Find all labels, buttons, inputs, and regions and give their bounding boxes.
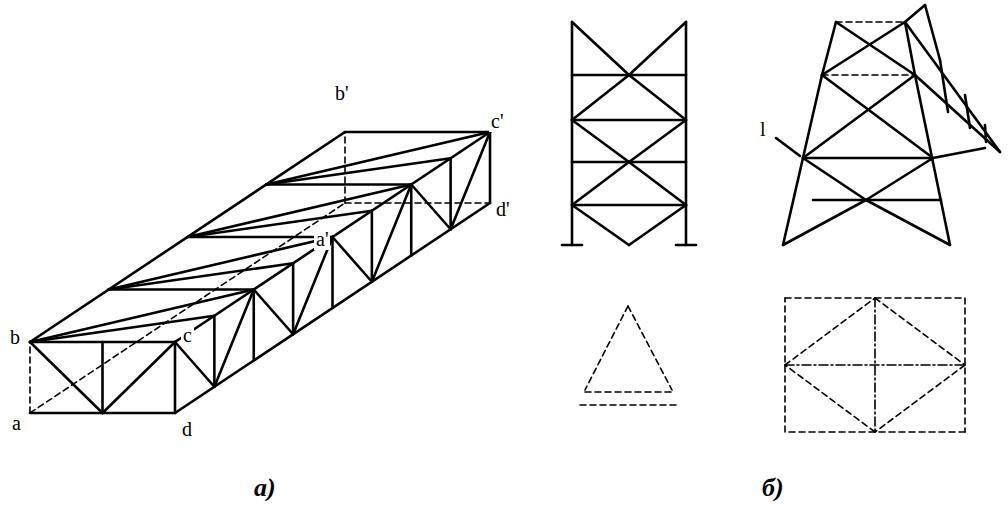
truss-member	[572, 204, 686, 207]
truss-member	[293, 237, 332, 334]
point-label: c	[181, 324, 194, 346]
truss-member	[30, 290, 254, 343]
truss-member	[331, 237, 334, 308]
truss-member	[411, 185, 450, 230]
truss-member	[175, 132, 490, 342]
truss-member	[489, 132, 492, 203]
truss-member	[252, 290, 255, 361]
truss-member	[103, 342, 176, 413]
truss-member	[572, 22, 629, 75]
truss-member	[629, 120, 686, 162]
truss-member	[109, 288, 254, 291]
truss-member	[629, 205, 686, 245]
truss-member	[572, 120, 629, 162]
truss-member	[985, 125, 986, 142]
truss-member	[905, 5, 925, 22]
plan-outline	[785, 365, 875, 432]
plan-outline	[585, 391, 672, 393]
point-label: a	[10, 412, 23, 434]
truss-member	[940, 60, 948, 112]
truss-member	[188, 211, 372, 237]
truss-member	[410, 185, 413, 256]
point-label: c'	[489, 110, 505, 132]
point-label: b	[8, 326, 22, 348]
truss-member	[866, 200, 950, 245]
hidden-edge	[29, 342, 31, 413]
truss-member	[866, 158, 933, 200]
point-label: d'	[494, 198, 512, 220]
plan-outline	[875, 298, 965, 365]
truss-member	[345, 131, 490, 134]
truss-member	[629, 22, 686, 75]
hidden-edge	[345, 202, 490, 204]
truss-member	[214, 290, 253, 387]
truss-member	[266, 158, 450, 184]
figure-caption: а)	[252, 474, 278, 502]
truss-member	[803, 157, 933, 160]
truss-member	[905, 22, 1000, 152]
plan-outline	[875, 365, 965, 432]
point-label: d	[180, 418, 194, 440]
support-foot	[562, 244, 582, 247]
leader-line	[776, 138, 800, 156]
truss-member	[101, 342, 104, 413]
truss-member	[572, 162, 629, 205]
truss-member	[572, 205, 629, 245]
truss-member	[629, 162, 686, 205]
truss-member	[188, 236, 333, 239]
hidden-edge	[344, 132, 346, 203]
truss-member	[822, 75, 933, 158]
truss-member	[571, 22, 574, 245]
support-foot	[676, 244, 696, 247]
figure-caption: б)	[760, 474, 786, 502]
truss-member	[175, 203, 490, 413]
hidden-edge	[30, 203, 345, 413]
truss-member	[175, 342, 214, 387]
truss-member	[254, 290, 293, 335]
truss-member	[783, 75, 822, 245]
truss-member	[266, 183, 411, 186]
truss-member	[572, 119, 686, 122]
truss-member	[965, 95, 970, 128]
hidden-edge	[803, 157, 933, 159]
truss-member	[292, 263, 295, 334]
truss-member	[333, 237, 372, 282]
truss-member	[915, 75, 1000, 152]
truss-member	[933, 148, 985, 158]
truss-member	[803, 158, 866, 200]
plan-outline	[785, 298, 875, 365]
truss-member	[449, 158, 452, 229]
truss-member	[822, 22, 905, 75]
point-label: a'	[314, 228, 330, 250]
hidden-edge	[836, 21, 905, 23]
truss-member	[685, 22, 688, 245]
truss-member	[372, 185, 411, 282]
plan-outline	[585, 306, 628, 390]
plan-outline	[628, 306, 672, 390]
truss-member	[213, 316, 216, 387]
truss-member	[109, 263, 293, 289]
truss-member	[836, 22, 915, 75]
hidden-edge	[822, 74, 915, 76]
plan-axis	[785, 364, 965, 366]
truss-member	[188, 185, 412, 238]
point-label: l	[758, 118, 768, 140]
truss-member	[109, 237, 333, 290]
truss-member	[813, 199, 941, 202]
point-label: b'	[333, 82, 351, 104]
truss-member	[371, 211, 374, 282]
truss-member	[783, 200, 866, 245]
truss-member	[572, 75, 629, 120]
plan-outline	[580, 404, 680, 406]
truss-member	[925, 5, 940, 60]
truss-member	[30, 342, 103, 413]
truss-member	[174, 342, 177, 413]
truss-member	[266, 132, 490, 185]
truss-member	[803, 75, 915, 158]
truss-member	[629, 75, 686, 120]
truss-member	[451, 132, 490, 229]
